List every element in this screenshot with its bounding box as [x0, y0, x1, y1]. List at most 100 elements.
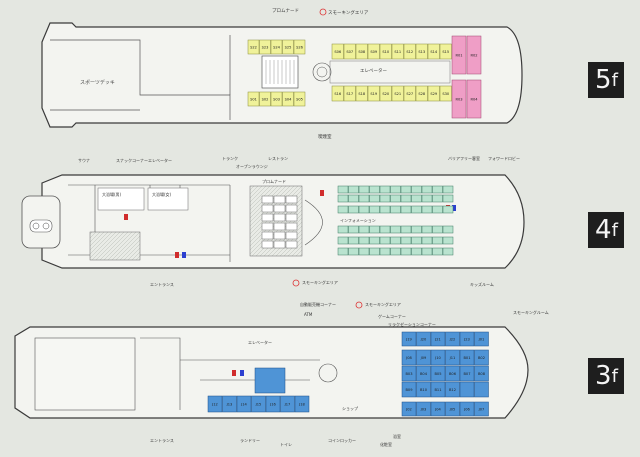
- seat-4f: [442, 236, 454, 245]
- cabin-3f-label: J14: [240, 403, 247, 407]
- seat-4f: [421, 194, 433, 203]
- seat-4f: [369, 185, 380, 194]
- cabin-3f-label: B04: [420, 372, 428, 376]
- cabin-5f-label: S19: [370, 92, 378, 96]
- table-4f: [285, 213, 298, 222]
- cabin-3f: [430, 349, 446, 366]
- seat-4f: [337, 236, 349, 245]
- deck-4f-label-bath-f: 大浴場(女): [152, 191, 172, 197]
- cabin-5f-label: S20: [382, 92, 390, 96]
- cabin-3f-label: B09: [405, 388, 413, 392]
- cabin-3f-label: J23: [463, 338, 470, 342]
- cabin-3f: [416, 349, 431, 366]
- cabin-5f-label: S15: [442, 50, 449, 54]
- cabin-3f-label: J22: [449, 338, 456, 342]
- seat-4f: [390, 185, 401, 194]
- cabin-3f-label: J18: [298, 403, 305, 407]
- seat-4f: [432, 236, 443, 245]
- deck-3f-label-smoking2: スモーキングルーム: [513, 309, 549, 315]
- seat-4f: [358, 225, 370, 234]
- cabin-5f-label: S14: [430, 50, 438, 54]
- seat-4f: [369, 194, 380, 203]
- deck-4f-label-kids: キッズルーム: [470, 281, 494, 287]
- cabin-5f-label: S07: [346, 50, 353, 54]
- cabin-3f: [401, 349, 417, 366]
- cabin-3f-label: B03: [405, 372, 412, 376]
- cabin-3f-label: J13: [226, 403, 233, 407]
- deck-3f-label-entrance: エントランス: [150, 437, 174, 443]
- cabin-3f-label: J10: [434, 356, 441, 360]
- seat-4f: [379, 205, 391, 214]
- seat-4f: [358, 194, 370, 203]
- cabin-3f-label: J15: [255, 403, 262, 407]
- cabin-3f-label: J11: [449, 356, 456, 360]
- table-4f: [261, 204, 274, 213]
- seat-4f: [400, 194, 412, 203]
- cabin-5f: [379, 43, 392, 60]
- cabin-3f: [459, 401, 475, 417]
- cabin-3f-label: J06: [463, 408, 470, 412]
- deck-4f-label-sauna: サウナ: [78, 157, 90, 163]
- seat-4f: [432, 225, 443, 234]
- cabin-3f: [416, 331, 431, 347]
- table-4f: [273, 222, 286, 231]
- deck-3f-label-restroom: 化粧室: [380, 441, 392, 447]
- cabin-3f-label: B11: [434, 388, 441, 392]
- cabin-5f-label: S17: [346, 92, 353, 96]
- seat-4f: [379, 194, 391, 203]
- cabin-5f: [415, 43, 428, 60]
- cabin-3f: [459, 381, 475, 398]
- cabin-5f-label: S08: [358, 50, 366, 54]
- cabin-5f: [270, 39, 283, 55]
- cabin-5f-label: S29: [430, 92, 438, 96]
- cabin-3f-label: J01: [478, 338, 485, 342]
- deck-3f-label-elevator: エレベーター: [248, 339, 272, 345]
- cabin-5f-label: S09: [370, 50, 378, 54]
- cabin-5f: [331, 85, 344, 102]
- cabin-5f-label: S27: [406, 92, 413, 96]
- suite-5f: [451, 79, 467, 119]
- cabin-5f-label: S05: [296, 98, 303, 102]
- suite-5f-label: R04: [470, 98, 478, 102]
- cabin-5f-label: S06: [334, 50, 342, 54]
- suite-5f: [466, 79, 482, 119]
- deck-5f-label-smoking: スモーキングエリア: [328, 9, 369, 16]
- cabin-5f: [259, 91, 271, 107]
- deck-3f-label-game: ゲームコーナー: [378, 313, 406, 319]
- table-4f: [261, 240, 274, 249]
- cabin-3f-label: B06: [449, 372, 457, 376]
- table-4f: [273, 231, 286, 240]
- cabin-5f-label: S13: [418, 50, 425, 54]
- cabin-3f: [430, 401, 446, 417]
- deck-3f-label-bath: 浴室: [393, 433, 401, 439]
- seat-4f: [411, 247, 422, 256]
- cabin-5f: [343, 85, 356, 102]
- deck-4f-label-trunk: トランク: [222, 155, 238, 161]
- deck-3f-label-relax: リラクゼーションコーナー: [388, 321, 436, 327]
- cabin-5f: [343, 43, 356, 60]
- cabin-5f: [427, 43, 440, 60]
- no-smoking-icon: [355, 301, 363, 309]
- seat-4f: [358, 247, 370, 256]
- cabin-3f-label: B07: [463, 372, 470, 376]
- seat-4f: [442, 205, 454, 214]
- cabin-5f: [403, 43, 416, 60]
- cabin-5f-label: S28: [418, 92, 426, 96]
- cabin-5f-label: S25: [285, 46, 292, 50]
- seat-4f: [369, 247, 380, 256]
- seat-4f: [411, 185, 422, 194]
- deck-4f-label-restaurant: レストラン: [268, 155, 288, 161]
- cabin-3f-label: B08: [478, 372, 486, 376]
- seat-4f: [400, 236, 412, 245]
- cabin-5f-label: S30: [442, 92, 450, 96]
- table-4f: [273, 240, 286, 249]
- deck-4f-label-elevator: エレベーター: [148, 157, 172, 163]
- seat-4f: [421, 247, 433, 256]
- cabin-3f: [416, 365, 431, 382]
- cabin-3f: [280, 395, 295, 413]
- cabin-5f: [427, 85, 440, 102]
- deck-4f-label-promenade: プロムナード: [262, 178, 286, 184]
- cabin-3f-label: J12: [211, 403, 218, 407]
